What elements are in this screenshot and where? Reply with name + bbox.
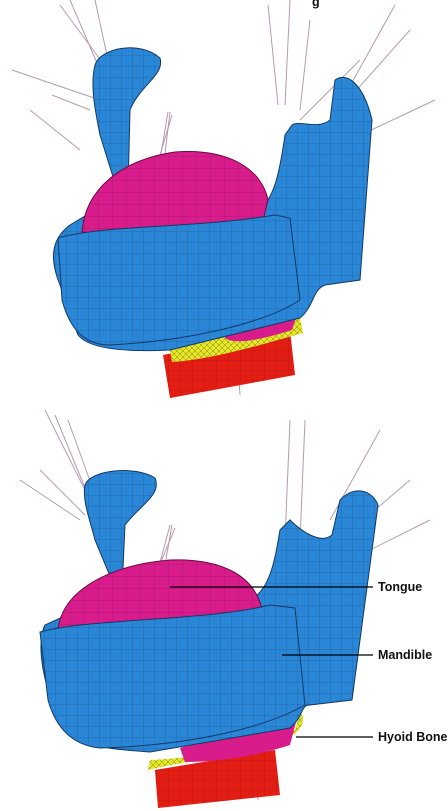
tongue-label: Tongue [378, 580, 422, 594]
mandible-label: Mandible [378, 648, 432, 662]
top-model [12, 0, 435, 398]
bottom-model [20, 410, 430, 808]
hyoid-bone-label: Hyoid Bone [378, 730, 447, 744]
